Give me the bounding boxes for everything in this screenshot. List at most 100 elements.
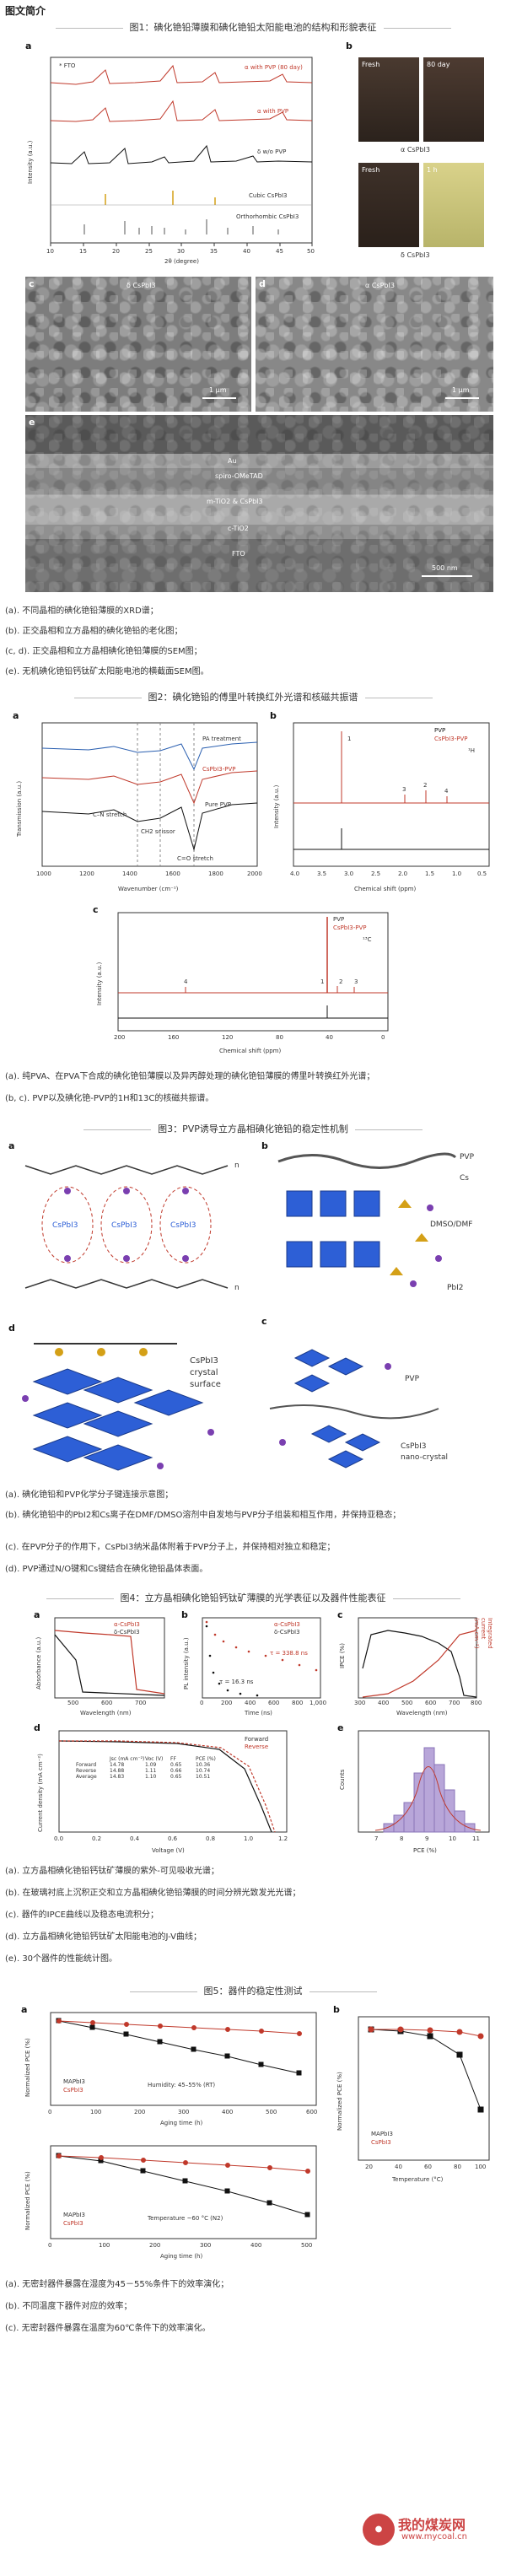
jv-xtick: 0.2 (92, 1835, 102, 1842)
jv-cell: 14.83 (110, 1774, 125, 1780)
abs-xtick: 500 (67, 1700, 79, 1706)
xrd-chart (50, 57, 313, 246)
ipce-xlabel: Wavelength (nm) (396, 1710, 448, 1716)
ftir-annotation: CH2 scissor (141, 828, 175, 835)
pl-xtick: 0 (200, 1700, 204, 1706)
temperature-xtick: 100 (99, 2242, 110, 2249)
scale-label: 500 nm (432, 564, 458, 572)
panel-label: c (261, 1316, 267, 1327)
xrd-trace-label: Orthorhombic CsPbI3 (236, 213, 299, 220)
table-row: Forward 14.78 1.09 0.65 10.36 (76, 1762, 236, 1768)
fig5-caption: (c). 无密封器件暴露在温度为60℃条件下的效率演化。 (5, 2324, 211, 2333)
xrd-trace-label: α with PVP (80 day) (245, 64, 303, 71)
fig3c-label: nano-crystal (401, 1453, 449, 1462)
jv-xtick: 0.0 (54, 1835, 64, 1842)
scale-bar (445, 397, 479, 399)
panel-label: b (346, 40, 353, 51)
xrd-xtick: 30 (177, 248, 185, 255)
nmr-legend: CsPbI3-PVP (333, 924, 367, 931)
pl-xtick: 1,000 (310, 1700, 327, 1706)
ftir-trace-label: PA treatment (202, 736, 241, 742)
fig1-panel-a-xrd: a * FTO α with PVP (80 d (25, 40, 337, 272)
temperature-ylabel: Normalized PCE (%) (24, 2171, 31, 2230)
temperature-xtick: 400 (250, 2242, 262, 2249)
panel-label: a (13, 710, 19, 721)
fig3b-label: PVP (460, 1153, 475, 1161)
fig3-title-text: 图3：PVP诱导立方晶相碘化铯铅的稳定性机制 (158, 1124, 348, 1134)
fig2-caption: (a). 纯PVA、在PVA下合成的碘化铯铅薄膜以及异丙醇处理的碘化铯铅薄膜的傅… (5, 1072, 375, 1081)
layer-label: FTO (232, 550, 245, 558)
temperature-xlabel: Aging time (h) (160, 2253, 203, 2260)
fig4-panel-b: b α-CsPbI3 δ-CsPbI3 τ = 338.8 ns τ = 16.… (181, 1609, 329, 1719)
pl-xtick: 400 (245, 1700, 256, 1706)
temperature-xtick: 0 (48, 2242, 52, 2249)
fig3a-label: n (234, 1284, 240, 1292)
fig4-title-text: 图4：立方晶相碘化铯铅钙钛矿薄膜的光学表征以及器件性能表征 (120, 1592, 386, 1603)
fig4-panel-c: c IPCE (%) Integrated current (mA cm⁻²) … (337, 1609, 498, 1719)
fig3a-label: n (234, 1161, 240, 1170)
fig3-caption: (a). 碘化铯铅和PVP化学分子键连接示意图； (5, 1490, 174, 1500)
ipce-xtick: 700 (449, 1700, 460, 1706)
humidity-legend: CsPbI3 (63, 2087, 83, 2094)
ftir-xtick: 1600 (165, 870, 180, 877)
panel-label: e (29, 417, 35, 428)
pl-xtick: 800 (292, 1700, 304, 1706)
watermark-logo-icon: ● (363, 2514, 395, 2546)
pl-annot: τ = 338.8 ns (270, 1650, 308, 1657)
fig1-panel-b-photos: b Fresh 80 day α CsPbI3 Fresh 1 h δ CsPb… (346, 40, 493, 272)
panel-label: b (181, 1609, 188, 1620)
ftir-ylabel: Transmission (a.u.) (16, 780, 23, 837)
fig3-panel-d: d CsPbI3 crystal surface (8, 1323, 253, 1479)
panel-label: a (25, 40, 32, 51)
temperature-legend: MAPbI3 (63, 2212, 86, 2218)
pl-xlabel: Time (ns) (245, 1710, 272, 1716)
nmr-xtick: 120 (222, 1034, 234, 1041)
fig4-panel-e: e Counts PCE (%) 7 8 9 10 11 (337, 1722, 498, 1857)
pl-xtick: 200 (221, 1700, 233, 1706)
panel-label: b (261, 1140, 268, 1151)
jv-cell: 1.10 (145, 1774, 157, 1780)
jv-cell: 10.74 (196, 1768, 211, 1774)
jv-cell: Reverse (76, 1768, 97, 1774)
fig5-panel-b: b MAPbI3 CsPbI3 Normalized PCE (%) Tempe… (333, 2004, 498, 2190)
panel-label: b (270, 710, 277, 721)
abs-ylabel: Absorbance (a.u.) (35, 1636, 42, 1689)
fig1-caption: (b). 正交晶相和立方晶相的碘化铯铅的老化图； (5, 627, 183, 636)
fig4-caption: (e). 30个器件的性能统计图。 (5, 1954, 118, 1964)
fig4-caption: (d). 立方晶相碘化铯铅钙钛矿太阳能电池的J-V曲线； (5, 1932, 202, 1942)
fig3-panel-c: c PVP CsPbI3 nano-crystal (261, 1316, 498, 1480)
jv-cell: Average (76, 1774, 97, 1780)
panel-label: a (8, 1140, 15, 1151)
fig5-caption: (b). 不同温度下器件对应的效率； (5, 2302, 132, 2311)
layer-label: spiro-OMeTAD (215, 472, 263, 480)
layer-label: m-TiO2 & CsPbI3 (207, 498, 263, 505)
nmr-xtick: 4.0 (290, 870, 300, 877)
pl-ylabel: PL intensity (a.u.) (183, 1637, 190, 1689)
xrd-trace-label: Cubic CsPbI3 (249, 192, 288, 199)
jv-cell: 10.36 (196, 1762, 211, 1768)
temperature-xtick: 500 (301, 2242, 313, 2249)
ftir-xtick: 2000 (247, 870, 262, 877)
hist-ylabel: Counts (339, 1769, 346, 1790)
xrd-trace-label: δ w/o PVP (257, 148, 287, 155)
abs-xtick: 600 (101, 1700, 113, 1706)
jv-cell: 0.65 (170, 1774, 182, 1780)
hist-xtick: 7 (374, 1835, 379, 1842)
xrd-xtick: 35 (210, 248, 218, 255)
photo-1h-delta: 1 h (423, 163, 484, 247)
nmr-peak: 1 (347, 736, 352, 742)
nmr-xtick: 3.0 (344, 870, 354, 877)
tempdep-legend: CsPbI3 (371, 2139, 391, 2146)
nmr-xtick: 1.0 (452, 870, 462, 877)
sem-label: α CsPbI3 (365, 282, 395, 289)
jv-head-cell (76, 1756, 110, 1762)
nmr-legend: PVP (333, 916, 345, 923)
photo-80day-alpha: 80 day (423, 57, 484, 142)
ftir-chart (41, 722, 258, 867)
nmr-xtick: 3.5 (317, 870, 327, 877)
tempdep-xtick: 100 (475, 2164, 487, 2170)
scale-bar (422, 575, 472, 577)
fig1-panel-c-sem: c δ CsPbI3 1 μm (25, 277, 251, 412)
panel-label: d (259, 278, 266, 289)
fig1-caption: (a). 不同晶相的碘化铯铅薄膜的XRD谱； (5, 606, 159, 616)
